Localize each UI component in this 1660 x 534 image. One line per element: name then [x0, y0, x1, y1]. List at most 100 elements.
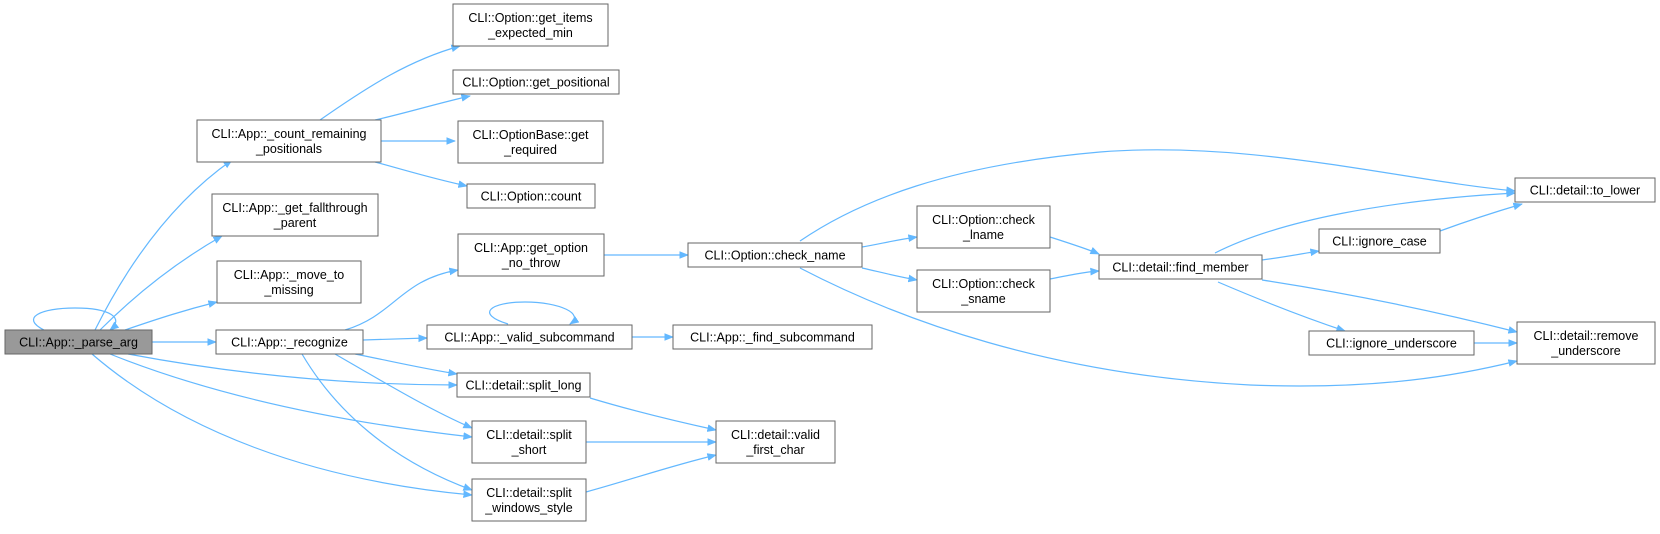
node-box	[471, 420, 587, 464]
node-box	[1098, 254, 1263, 280]
node-box	[216, 260, 362, 304]
node-valid-subcommand[interactable]: CLI::App::_valid_subcommand	[426, 324, 633, 350]
node-box	[1318, 228, 1441, 254]
edge-check_sname-find_member	[1049, 267, 1100, 280]
edge-count_remaining-option_count	[374, 161, 468, 188]
edge-find_member-ignore_underscore	[1217, 281, 1346, 332]
node-label: CLI::App::_move_to	[234, 268, 345, 282]
edge-find_member-remove_underscore	[1261, 279, 1518, 334]
edge-find_member-to_lower	[1214, 189, 1516, 254]
node-get-positional[interactable]: CLI::Option::get_positional	[452, 69, 620, 95]
edge-parse_arg-count_remaining	[94, 159, 233, 331]
node-box	[426, 324, 633, 350]
node-box	[211, 193, 379, 237]
node-parse-arg[interactable]: CLI::App::_parse_arg	[4, 329, 153, 355]
node-check-lname[interactable]: CLI::Option::check_lname	[916, 205, 1051, 249]
node-split-short[interactable]: CLI::detail::split_short	[471, 420, 587, 464]
node-label: CLI::detail::remove	[1534, 329, 1639, 343]
node-label: CLI::App::_recognize	[231, 336, 348, 350]
edge-count_remaining-get_positional	[374, 94, 471, 121]
edge-valid_subcommand-self	[489, 301, 580, 325]
node-split-long[interactable]: CLI::detail::split_long	[456, 372, 591, 398]
node-label: CLI::Option::count	[481, 190, 582, 204]
node-to-lower[interactable]: CLI::detail::to_lower	[1514, 177, 1656, 203]
edge-recognize-split_windows	[301, 353, 473, 491]
node-split-windows[interactable]: CLI::detail::split_windows_style	[471, 478, 587, 522]
node-label: CLI::detail::to_lower	[1530, 184, 1640, 198]
node-box	[456, 372, 591, 398]
edge-check_name-remove_underscore	[799, 267, 1518, 387]
edge-count_remaining-get_items	[319, 44, 461, 121]
edge-split_windows-valid_first_char	[585, 453, 717, 493]
node-label: _missing	[263, 283, 313, 297]
node-remove-underscore[interactable]: CLI::detail::remove_underscore	[1516, 321, 1656, 365]
edge-check_name-to_lower	[799, 149, 1516, 242]
node-label: _first_char	[745, 443, 804, 457]
edge-parse_arg-self	[32, 307, 120, 331]
node-label: CLI::detail::split	[486, 428, 572, 442]
node-box	[457, 120, 604, 164]
node-label: CLI::OptionBase::get	[472, 128, 589, 142]
node-option-count[interactable]: CLI::Option::count	[466, 183, 596, 209]
node-label: CLI::ignore_case	[1332, 235, 1427, 249]
edge-split_long-valid_first_char	[589, 397, 717, 432]
edges	[32, 44, 1523, 499]
node-label: CLI::Option::get_positional	[462, 76, 609, 90]
node-get-option[interactable]: CLI::App::get_option_no_throw	[457, 233, 605, 277]
node-box	[672, 324, 873, 350]
node-get-items[interactable]: CLI::Option::get_items_expected_min	[452, 3, 609, 47]
node-label: CLI::App::_count_remaining	[212, 127, 367, 141]
node-check-sname[interactable]: CLI::Option::check_sname	[916, 269, 1051, 313]
node-label: CLI::ignore_underscore	[1326, 337, 1457, 351]
node-ignore-case[interactable]: CLI::ignore_case	[1318, 228, 1441, 254]
node-count-remaining[interactable]: CLI::App::_count_remaining_positionals	[196, 119, 382, 163]
edge-recognize-split_long	[354, 353, 458, 377]
node-label: CLI::Option::check_name	[704, 249, 845, 263]
node-label: _expected_min	[487, 26, 573, 40]
node-box	[452, 69, 620, 95]
node-label: CLI::detail::find_member	[1112, 261, 1248, 275]
node-label: CLI::App::_get_fallthrough	[222, 201, 367, 215]
edge-parse_arg-get_fallthrough	[99, 235, 223, 331]
node-move-to-missing[interactable]: CLI::App::_move_to_missing	[216, 260, 362, 304]
edge-parse_arg-split_long	[127, 353, 458, 389]
node-box	[1516, 321, 1656, 365]
node-label: CLI::Option::check	[932, 213, 1036, 227]
node-box	[196, 119, 382, 163]
edge-recognize-split_short	[334, 353, 473, 429]
edge-check_lname-find_member	[1049, 236, 1100, 255]
node-find-member[interactable]: CLI::detail::find_member	[1098, 254, 1263, 280]
node-box	[687, 242, 863, 268]
node-valid-first-char[interactable]: CLI::detail::valid_first_char	[715, 420, 836, 464]
node-find-subcommand[interactable]: CLI::App::_find_subcommand	[672, 324, 873, 350]
node-get-fallthrough[interactable]: CLI::App::_get_fallthrough_parent	[211, 193, 379, 237]
edge-parse_arg-split_windows	[91, 353, 473, 499]
node-box	[4, 329, 153, 355]
nodes: CLI::App::_parse_arg CLI::App::_count_rem…	[4, 3, 1656, 522]
node-box	[715, 420, 836, 464]
node-recognize[interactable]: CLI::App::_recognize	[215, 329, 364, 355]
node-box	[457, 233, 605, 277]
node-check-name[interactable]: CLI::Option::check_name	[687, 242, 863, 268]
node-box	[916, 205, 1051, 249]
node-label: CLI::Option::check	[932, 277, 1036, 291]
edge-recognize-valid_subcommand	[362, 334, 428, 343]
node-label: _positionals	[255, 142, 322, 156]
node-label: _short	[511, 443, 547, 457]
node-get-required[interactable]: CLI::OptionBase::get_required	[457, 120, 604, 164]
node-box	[471, 478, 587, 522]
node-label: _parent	[273, 216, 317, 230]
edge-parse_arg-split_short	[109, 353, 473, 440]
node-label: CLI::App::_valid_subcommand	[444, 331, 614, 345]
node-label: CLI::detail::valid	[731, 428, 820, 442]
node-box	[215, 329, 364, 355]
node-ignore-underscore[interactable]: CLI::ignore_underscore	[1308, 330, 1475, 356]
edge-check_name-check_lname	[861, 234, 918, 248]
node-label: _lname	[962, 228, 1004, 242]
node-label: CLI::App::_find_subcommand	[690, 331, 855, 345]
node-label: _underscore	[1550, 344, 1621, 358]
node-label: CLI::App::_parse_arg	[19, 336, 138, 350]
edge-ignore_case-to_lower	[1439, 202, 1523, 232]
node-label: _no_throw	[501, 256, 561, 270]
